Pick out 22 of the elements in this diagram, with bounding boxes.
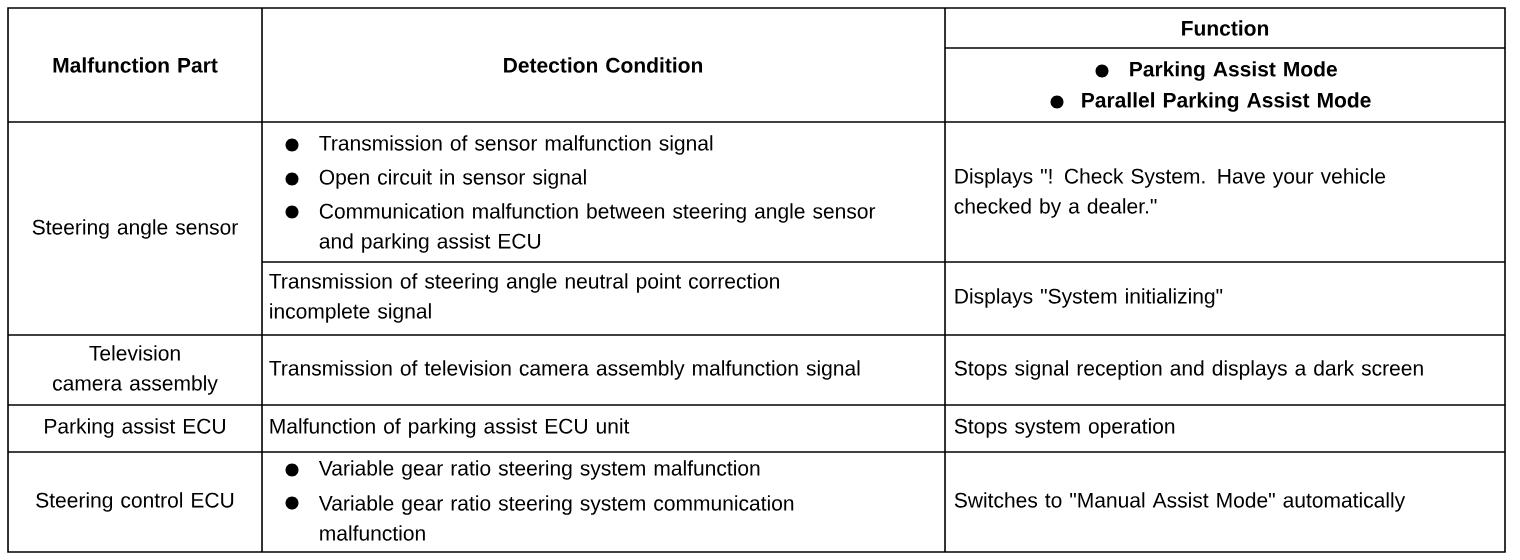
table-cell-text: Television camera assembly <box>53 345 218 395</box>
table-cell-text: Parking assist ECU <box>45 418 225 438</box>
table-cell-text: Malfunction Part <box>53 57 218 73</box>
table-cell-text: Detection Condition <box>504 57 702 73</box>
table-cell-text: Stops signal reception and displays a dark screen <box>954 360 1423 380</box>
table-cell-text: Variable gear ratio steering system communication malfunction <box>318 495 794 541</box>
table-cell-text: Stops system operation <box>954 418 1175 438</box>
table-cell-text: Displays "System initializing" <box>955 288 1223 308</box>
table-cell-text: Open circuit in sensor signal <box>319 169 586 189</box>
table-cell-text: Transmission of sensor malfunction signal <box>319 135 713 155</box>
table-cell-text: Communication malfunction between steering angle sensor and parking assist ECU <box>319 203 876 253</box>
table-cell-text: Malfunction of parking assist ECU unit <box>270 418 630 438</box>
table-cell-text: Transmission of steering angle neutral point correction incomplete signal <box>269 273 779 323</box>
table-cell-text: Parking Assist Mode <box>1130 61 1337 81</box>
table-cell-text: Switches to "Manual Assist Mode" automatically <box>954 492 1406 512</box>
table-cell-text: Steering angle sensor <box>32 219 238 239</box>
table-cell-text: Displays "! Check System. Have your vehicle checked by a dealer." <box>954 168 1386 218</box>
table-cell-text: Transmission of television camera assembly malfunction signal <box>269 360 860 380</box>
table-cell-text: Variable gear ratio steering system malfunction <box>318 460 760 480</box>
table-cell-text: Parallel Parking Assist Mode <box>1082 92 1371 112</box>
table-cell-text: Function <box>1182 20 1269 36</box>
table-cell-text: Steering control ECU <box>36 492 234 512</box>
